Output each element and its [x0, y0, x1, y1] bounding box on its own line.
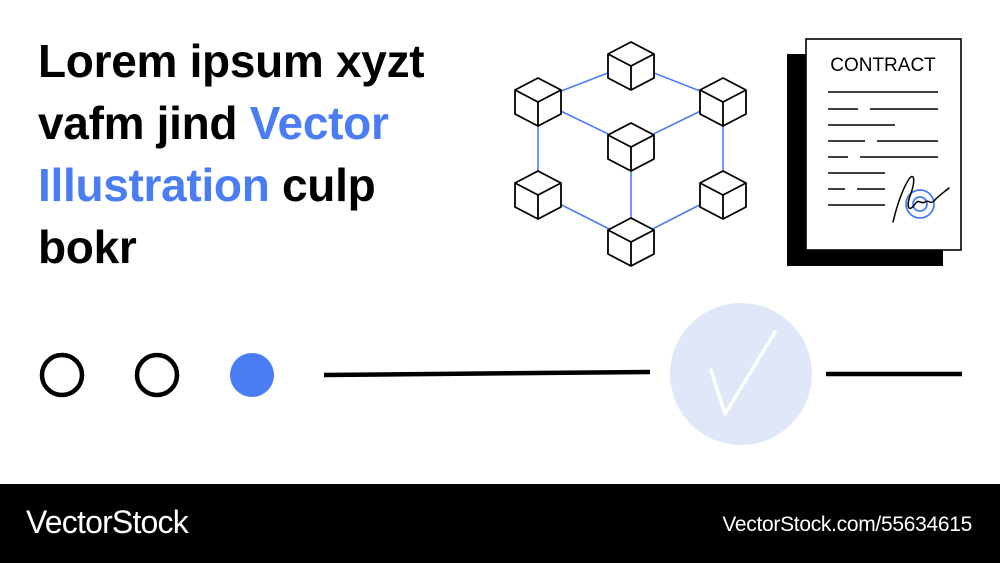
headline-line4: bokr	[38, 221, 137, 273]
progress-steps	[39, 352, 274, 398]
illustration: CONTRACT	[39, 38, 962, 445]
progress-line-left	[323, 369, 651, 378]
stock-id: VectorStock.com/55634615	[722, 513, 972, 536]
headline-accent-2: Illustration	[38, 159, 270, 211]
contract-label: CONTRACT	[830, 55, 936, 76]
headline-line1: Lorem ipsum xyzt	[38, 35, 425, 87]
headline-line3: culp	[269, 159, 376, 211]
step-indicator-2	[134, 352, 180, 398]
checkmark-icon	[670, 303, 812, 445]
brand-logo: VectorStock	[26, 504, 189, 540]
signature-icon	[892, 175, 950, 223]
blockchain-network-icon	[514, 41, 747, 267]
contract-document-icon: CONTRACT	[787, 38, 962, 266]
footer-bar: VectorStock VectorStock.com/55634615	[0, 484, 1000, 563]
headline-line2: vafm jind	[38, 97, 250, 149]
step-indicator-1	[39, 352, 85, 398]
step-indicator-3-active	[230, 353, 274, 397]
headline: Lorem ipsum xyzt vafm jind Vector Illust…	[38, 30, 478, 278]
headline-accent-1: Vector	[249, 97, 389, 149]
